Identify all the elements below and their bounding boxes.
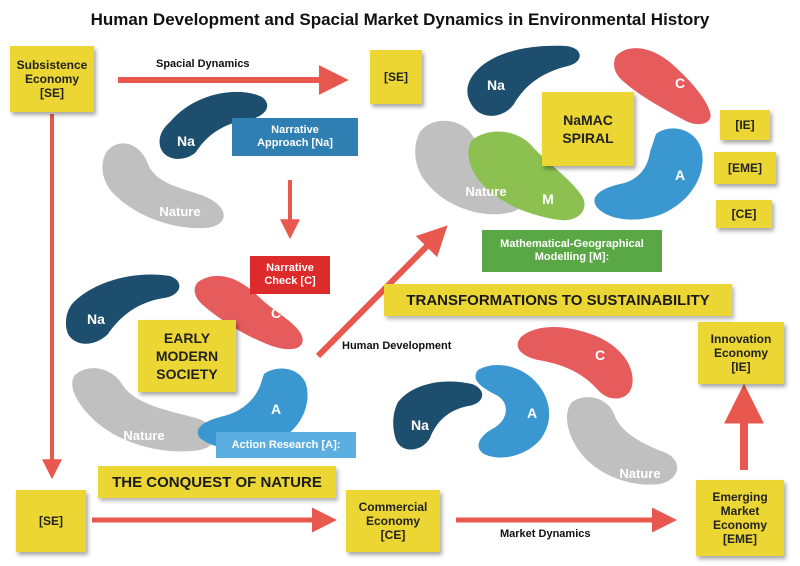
nature-shape-1 [102, 143, 224, 229]
na-shape-4 [393, 381, 483, 450]
market-dynamics-label: Market Dynamics [500, 528, 591, 540]
nature-shape-label: Nature [465, 184, 506, 199]
a-shape-3 [594, 128, 703, 220]
a-shape-label: A [271, 401, 281, 417]
nature-shape-2 [72, 368, 216, 452]
narrative-check-tag: Narrative Check [C] [250, 256, 330, 294]
nature-shape-label: Nature [159, 204, 200, 219]
subsistence-economy-top-note: Subsistence Economy [SE] [10, 46, 94, 112]
na-shape-1 [159, 91, 268, 159]
narrative-approach-tag: Narrative Approach [Na] [232, 118, 358, 156]
se-top-right-note: [SE] [370, 50, 422, 104]
a-shape-label: A [527, 405, 537, 421]
transformations-to-sustainability-banner: TRANSFORMATIONS TO SUSTAINABILITY [384, 284, 732, 316]
na-shape-2 [65, 274, 180, 344]
modelling-tag: Mathematical-Geographical Modelling [M]: [482, 230, 662, 272]
a-shape-2 [197, 368, 308, 450]
c-shape-2 [194, 275, 303, 350]
nature-shape-4 [566, 397, 678, 485]
commercial-economy-note: Commercial Economy [CE] [346, 490, 440, 552]
na-shape-label: Na [487, 77, 505, 93]
m-shape-label: M [542, 191, 554, 207]
c-shape-4 [517, 326, 633, 399]
c-shape-label: C [595, 347, 605, 363]
na-shape-label: Na [411, 417, 429, 433]
na-shape-label: Na [177, 133, 195, 149]
na-shape-label: Na [87, 311, 105, 327]
spacial-dynamics-label: Spacial Dynamics [156, 58, 250, 70]
se-bottom-note: [SE] [16, 490, 86, 552]
c-shape-label: C [675, 75, 685, 91]
a-shape-label: A [675, 167, 685, 183]
ce-note: [CE] [716, 200, 772, 228]
ie-note: [IE] [720, 110, 770, 140]
nature-shape-label: Nature [123, 428, 164, 443]
early-modern-society-note: EARLY MODERN SOCIETY [138, 320, 236, 392]
c-shape-label: C [271, 305, 281, 321]
namac-spiral-note: NaMAC SPIRAL [542, 92, 634, 166]
eme-note: [EME] [714, 152, 776, 184]
page-title: Human Development and Spacial Market Dyn… [90, 10, 710, 29]
m-shape-3 [468, 131, 585, 221]
na-shape-3 [467, 45, 580, 116]
nature-shape-label: Nature [619, 466, 660, 481]
action-research-tag: Action Research [A]: [216, 432, 356, 458]
human-development-label: Human Development [342, 340, 452, 352]
a-shape-4 [475, 365, 550, 458]
emerging-market-economy-note: Emerging Market Economy [EME] [696, 480, 784, 556]
arrow-human-development [315, 225, 448, 359]
c-shape-3 [614, 48, 711, 125]
conquest-of-nature-banner: THE CONQUEST OF NATURE [98, 466, 336, 498]
innovation-economy-note: Innovation Economy [IE] [698, 322, 784, 384]
